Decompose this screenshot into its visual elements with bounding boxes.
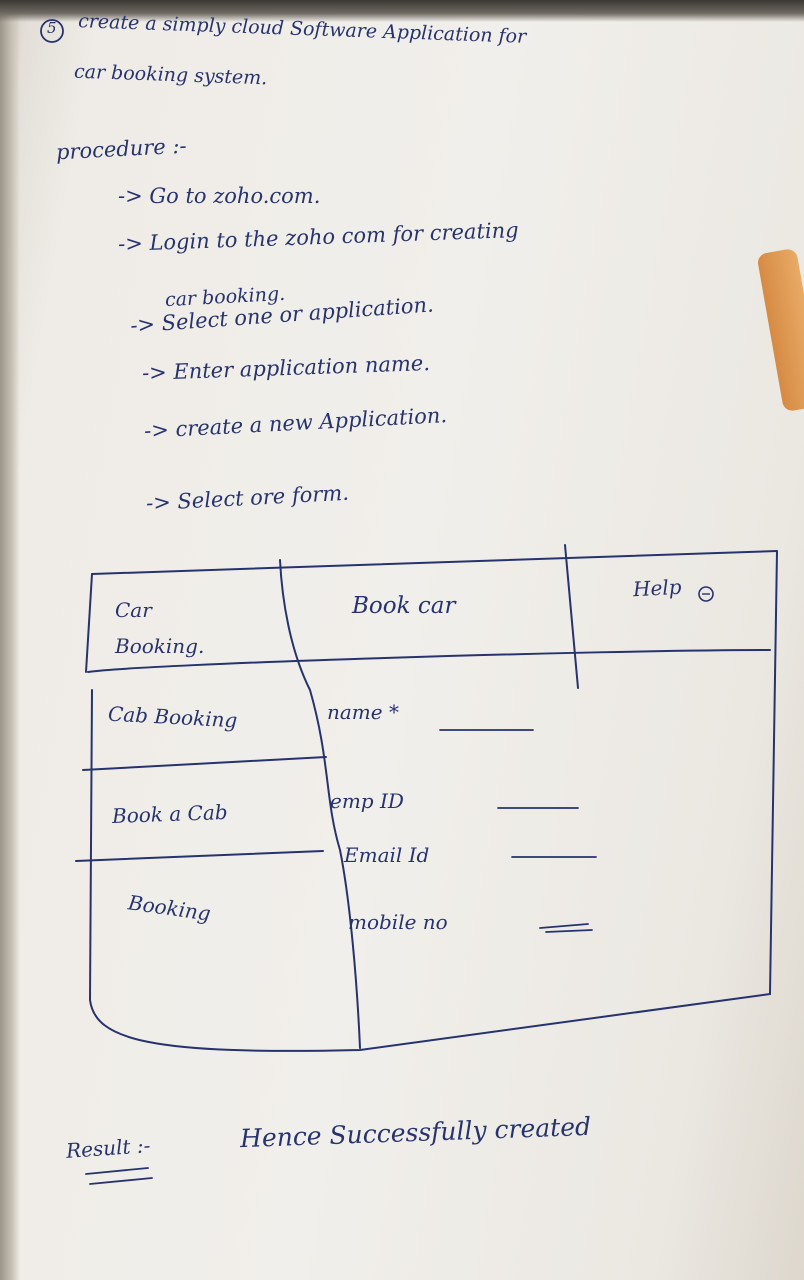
field-input-lines [439, 729, 597, 933]
mobile-input-line [539, 923, 593, 933]
top-shadow [0, 0, 804, 22]
field-label-emp-id: emp ID [330, 789, 404, 813]
form-sketch-border [75, 544, 778, 1052]
procedure-step-1: -> Go to zoho.com. [118, 184, 321, 208]
result-underline [85, 1167, 153, 1185]
question-number: 5 [47, 19, 57, 37]
notebook-binding [0, 0, 20, 1280]
result-label: Result :- [65, 1133, 152, 1163]
field-label-name: name * [327, 700, 399, 724]
field-label-email-id: Email Id [344, 843, 430, 867]
field-label-mobile-no: mobile no [348, 910, 448, 934]
app-name: Car Booking. [115, 598, 205, 658]
result-text: Hence Successfully created [239, 1111, 592, 1154]
circled-number [40, 19, 64, 43]
form-title: Book car [352, 593, 456, 619]
help-icon[interactable] [695, 583, 717, 605]
